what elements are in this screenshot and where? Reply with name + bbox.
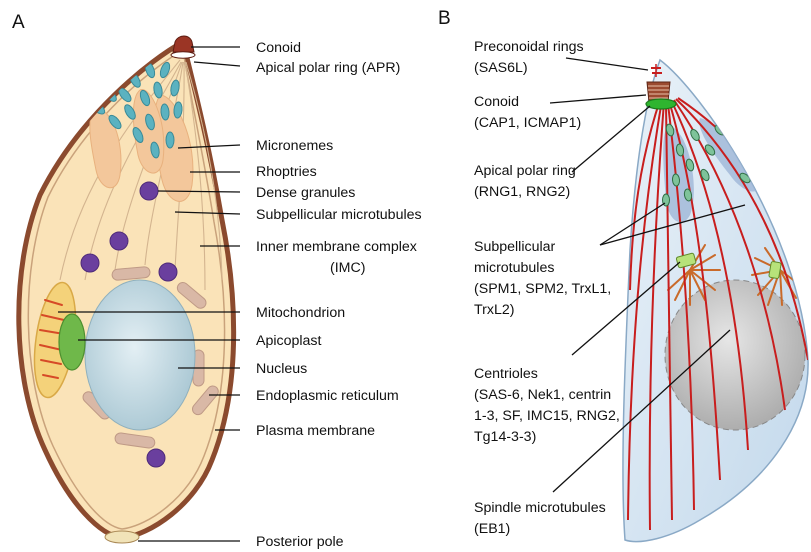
label-preconoidal-rings-proteins: (SAS6L) xyxy=(474,60,528,76)
label-apical-polar-ring-b: Apical polar ring xyxy=(474,163,576,179)
apical-polar-ring-b xyxy=(646,99,676,109)
panel-label-b: B xyxy=(438,8,451,29)
label-nucleus: Nucleus xyxy=(256,361,307,377)
label-centrioles-proteins-2: 1-3, SF, IMC15, RNG2, xyxy=(474,408,620,424)
label-apical-polar-ring-b-proteins: (RNG1, RNG2) xyxy=(474,184,570,200)
label-apical-polar-ring: Apical polar ring (APR) xyxy=(256,60,400,76)
label-imc-abbrev: (IMC) xyxy=(330,260,365,276)
label-dense-granules: Dense granules xyxy=(256,185,355,201)
label-subpellicular-b-proteins: (SPM1, SPM2, TrxL1, xyxy=(474,281,611,297)
label-subpellicular-b-2: microtubules xyxy=(474,260,554,276)
label-subpellicular-b-proteins-2: TrxL2) xyxy=(474,302,514,318)
label-plasma-membrane: Plasma membrane xyxy=(256,423,375,439)
labels-a: Conoid Apical polar ring (APR) Microneme… xyxy=(256,40,422,550)
label-endoplasmic-reticulum: Endoplasmic reticulum xyxy=(256,388,399,404)
label-apicoplast: Apicoplast xyxy=(256,333,322,349)
label-rhoptries: Rhoptries xyxy=(256,164,317,180)
labels-b: Preconoidal rings (SAS6L) Conoid (CAP1, … xyxy=(474,39,620,537)
label-centrioles-proteins: (SAS-6, Nek1, centrin xyxy=(474,387,611,403)
label-posterior-pole: Posterior pole xyxy=(256,534,344,550)
label-centrioles-proteins-3: Tg14-3-3) xyxy=(474,429,536,445)
label-subpellicular-b: Subpellicular xyxy=(474,239,556,255)
apicoplast-a xyxy=(59,314,85,370)
label-conoid: Conoid xyxy=(256,40,301,56)
label-inner-membrane-complex: Inner membrane complex xyxy=(256,239,417,255)
label-micronemes: Micronemes xyxy=(256,138,333,154)
nucleus-a xyxy=(85,280,195,430)
label-spindle-microtubules: Spindle microtubules xyxy=(474,500,606,516)
label-conoid-b: Conoid xyxy=(474,94,519,110)
label-mitochondrion: Mitochondrion xyxy=(256,305,345,321)
panel-label-a: A xyxy=(12,12,25,33)
label-centrioles: Centrioles xyxy=(474,366,538,382)
label-spindle-microtubules-proteins: (EB1) xyxy=(474,521,510,537)
label-conoid-b-proteins: (CAP1, ICMAP1) xyxy=(474,115,581,131)
label-preconoidal-rings: Preconoidal rings xyxy=(474,39,584,55)
label-subpellicular-microtubules: Subpellicular microtubules xyxy=(256,207,422,223)
posterior-pole-a xyxy=(105,531,139,543)
